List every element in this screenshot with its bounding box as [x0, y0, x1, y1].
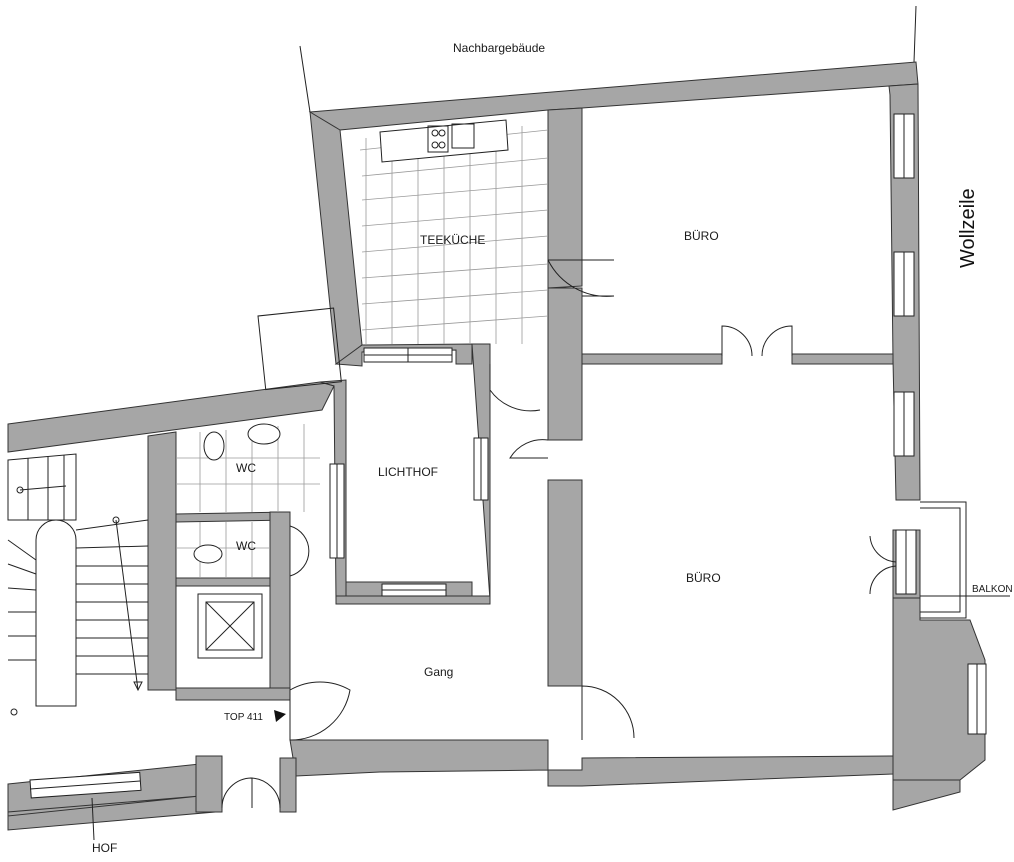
- street-windows: [893, 113, 987, 735]
- buero-bottom-label: BÜRO: [686, 571, 721, 585]
- kitchen-counter: [379, 119, 509, 163]
- neighbor-label: Nachbargebäude: [453, 41, 545, 55]
- doors: [221, 259, 897, 809]
- teekueche-tiles: [359, 126, 549, 344]
- buero-top-label: BÜRO: [684, 229, 719, 243]
- elevator: [197, 593, 263, 659]
- hof-label: HOF: [92, 841, 117, 855]
- wc-tiles: [176, 424, 320, 578]
- teekueche-label: TEEKÜCHE: [420, 233, 485, 247]
- top-label: TOP 411: [224, 712, 263, 723]
- neighbor-boundary-lines: [299, 5, 917, 113]
- top-marker-icon: [274, 710, 286, 722]
- sanitary-fixtures: [193, 423, 281, 564]
- teekueche-window: [363, 347, 453, 363]
- balkon-label: BALKON: [972, 584, 1013, 595]
- staircase: [7, 453, 149, 716]
- wc2-label: WC: [236, 539, 256, 553]
- street-label: Wollzeile: [957, 188, 979, 268]
- walls: [7, 61, 986, 831]
- wc1-label: WC: [236, 461, 256, 475]
- lichthof-label: LICHTHOF: [378, 465, 438, 479]
- balcony: [920, 501, 967, 619]
- lichthof-outline: [257, 307, 342, 391]
- hof-window: [29, 771, 142, 841]
- gang-label: Gang: [424, 665, 453, 679]
- lichthof-windows: [329, 437, 489, 597]
